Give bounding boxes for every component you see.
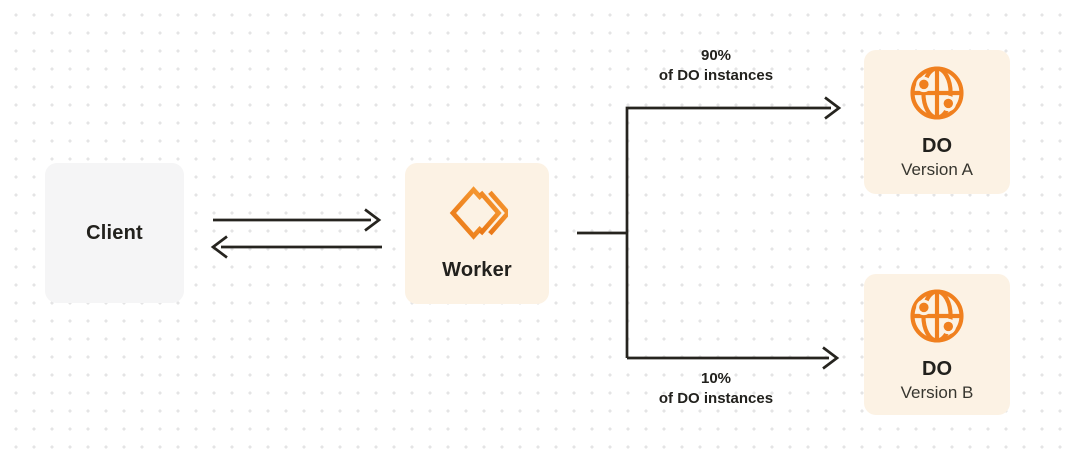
arrowhead-left-icon [210, 235, 228, 259]
durable-object-globe-icon [908, 287, 966, 358]
client-label: Client [86, 221, 143, 244]
split-bottom-caption: of DO instances [658, 390, 774, 407]
split-top-caption: of DO instances [658, 67, 774, 84]
node-do-version-b: DO Version B [864, 274, 1010, 415]
do-b-title: DO [922, 357, 952, 380]
arrowhead-bottom-branch-icon [822, 346, 840, 370]
durable-object-globe-icon [908, 64, 966, 135]
split-bottom-percent: 10% [700, 370, 732, 387]
node-client: Client [45, 163, 184, 303]
do-a-subtitle: Version A [901, 160, 973, 179]
split-tree-line [577, 106, 831, 360]
do-a-title: DO [922, 135, 952, 157]
do-b-subtitle: Version B [900, 382, 974, 402]
split-top-label: 90% of DO instances [606, 46, 826, 86]
split-bottom-label: 10% of DO instances [606, 369, 826, 409]
node-do-version-a: DO Version A [864, 50, 1010, 194]
worker-label: Worker [442, 258, 512, 281]
node-worker: Worker [405, 163, 549, 304]
cloudflare-workers-logo-icon [446, 185, 512, 259]
arrowhead-top-branch-icon [824, 96, 842, 120]
arrowhead-right-icon [364, 208, 382, 232]
split-top-percent: 90% [700, 47, 732, 64]
